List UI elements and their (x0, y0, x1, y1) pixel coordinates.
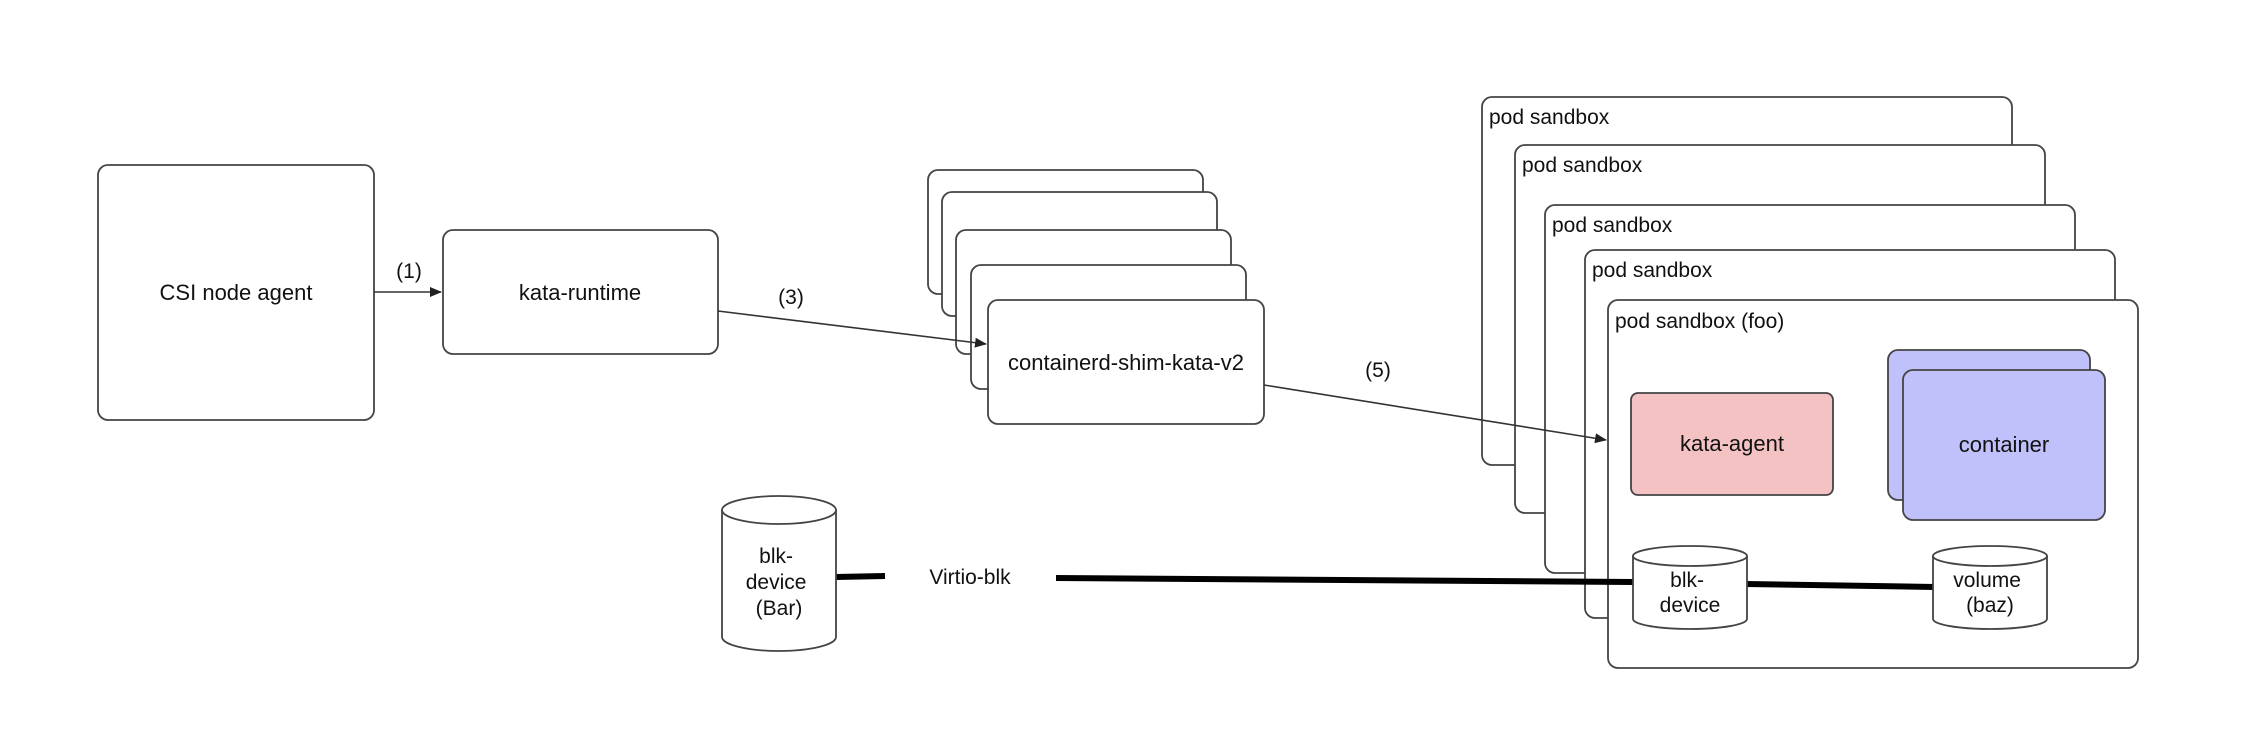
blk-device-bar-line-3: (Bar) (756, 597, 803, 620)
edge-1-label: (1) (396, 260, 422, 283)
kata-agent-node: kata-agent (1630, 392, 1834, 496)
pod-sandbox-label: pod sandbox (1522, 154, 1643, 177)
blk-device-guest-cylinder: blk- device (1632, 545, 1748, 630)
pod-sandbox-label: pod sandbox (1592, 259, 1713, 282)
pod-sandbox-foo-label: pod sandbox (foo) (1615, 310, 1784, 333)
pod-sandbox-label: pod sandbox (1552, 214, 1673, 237)
virtio-link-segment (1055, 575, 1634, 585)
volume-baz-cylinder: volume (baz) (1932, 545, 2048, 630)
container-label: container (1959, 432, 2050, 457)
kata-runtime-label: kata-runtime (519, 280, 641, 305)
shim-stack: containerd-shim-kata-v2 (927, 169, 1265, 425)
blk-device-guest-line-1: blk- (1670, 569, 1704, 592)
edge-3-label: (3) (778, 286, 804, 309)
csi-node-agent-label: CSI node agent (160, 280, 313, 305)
blk-device-bar-line-1: blk- (759, 545, 793, 568)
volume-baz-line-1: volume (1953, 569, 2021, 592)
containerd-shim-node (987, 299, 1265, 425)
kata-runtime-node: kata-runtime (442, 229, 719, 355)
virtio-blk-link: Virtio-blk (835, 566, 1936, 590)
volume-baz-line-2: (baz) (1966, 594, 2014, 617)
edge-5-label: (5) (1365, 359, 1391, 382)
container-front-card (1902, 369, 2106, 521)
csi-node-agent-node: CSI node agent (97, 164, 375, 421)
virtio-blk-label: Virtio-blk (929, 566, 1011, 589)
blk-device-bar-cylinder: blk- device (Bar) (721, 495, 837, 652)
svg-text:blk- device: blk- device (1660, 569, 1721, 617)
kata-agent-box (1630, 392, 1834, 496)
blk-device-bar-line-2: device (746, 571, 807, 594)
container-node: container (1887, 349, 2106, 521)
edge-1: (1) (374, 260, 442, 297)
pod-sandbox-label: pod sandbox (1489, 106, 1610, 129)
virtio-link-segment (835, 573, 886, 580)
kata-agent-label: kata-agent (1680, 431, 1784, 456)
blk-device-guest-line-2: device (1660, 594, 1721, 617)
svg-text:blk- device (Bar): blk- device (Bar) (746, 545, 813, 620)
edge-5: (5) (1263, 359, 1607, 444)
virtio-link-segment (1745, 581, 1936, 590)
edge-3: (3) (717, 286, 987, 348)
containerd-shim-label: containerd-shim-kata-v2 (1008, 350, 1244, 375)
svg-text:volume (baz): volume (baz) (1953, 569, 2027, 617)
